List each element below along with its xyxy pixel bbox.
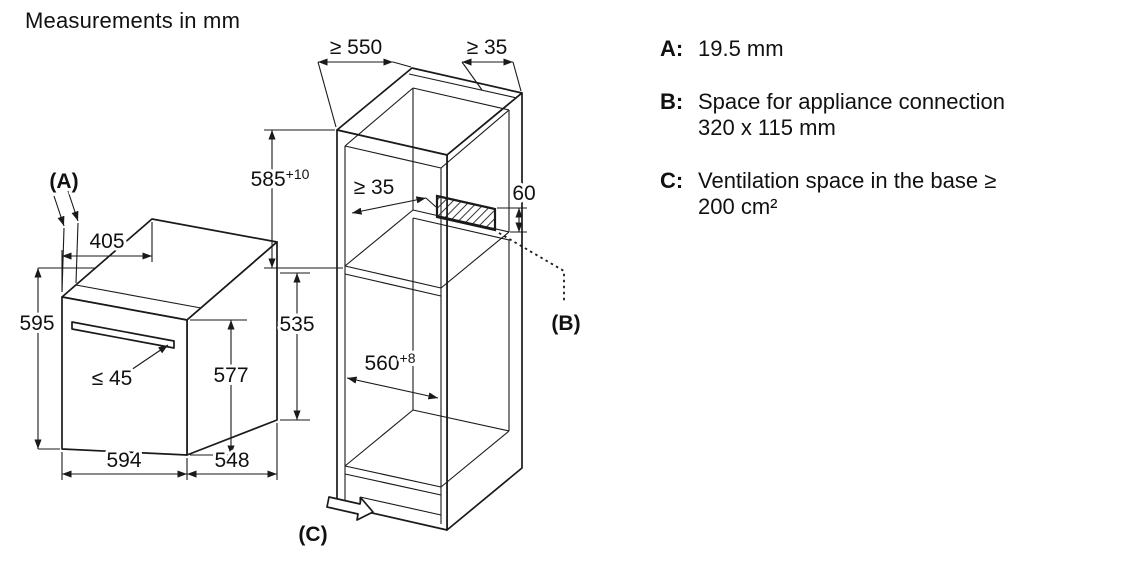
cabinet-dim-rear-top-clearance: ≥ 35 [461, 33, 522, 92]
legend-entry-a: A: 19.5 mm [660, 36, 1005, 62]
edge-line [344, 87, 414, 147]
plinth-edge [359, 496, 442, 516]
oven-dim-front-height-label: 577 [213, 364, 248, 387]
oven-dim-top-depth-label: 405 [89, 230, 124, 253]
oven-door-handle [71, 321, 175, 349]
cabinet-dim-min-depth-label: ≥ 550 [330, 36, 382, 59]
oven-door-step-line [75, 284, 202, 309]
legend-entry-b: B: Space for appliance connection 320 x … [660, 89, 1005, 141]
oven-dim-height-label: 595 [19, 312, 54, 335]
cabinet-callout-c-label: (C) [298, 523, 327, 546]
edge-line [440, 109, 510, 169]
legend-key-b: B: [660, 89, 684, 114]
cabinet-callout-b-label: (B) [551, 312, 580, 335]
cabinet-dim-niche-width: 560+8 [346, 347, 439, 400]
oven-dim-rear-height: 535 [276, 272, 318, 421]
oven-dim-height: 595 [16, 267, 95, 450]
legend-text-c: Ventilation space in the base ≥ 200 cm² [698, 168, 996, 220]
extension-line [317, 61, 337, 128]
cabinet-dim-min-depth: ≥ 550 [317, 33, 412, 128]
extension-line [461, 61, 483, 91]
page-title: Measurements in mm [25, 8, 241, 33]
legend-text-b: Space for appliance connection 320 x 115… [698, 89, 1005, 141]
oven-dim-handle-label: ≤ 45 [92, 367, 133, 390]
oven-dim-width-label: 594 [106, 449, 141, 472]
oven-dim-depth-label: 548 [214, 449, 249, 472]
cabinet-dim-niche-height: 585+10 [248, 129, 343, 269]
legend-text-b-line2: 320 x 115 mm [698, 115, 836, 140]
oven-dim-top-depth: 405 [61, 222, 153, 292]
extension-line [392, 61, 412, 68]
cabinet-dim-connection-side-clearance-label: ≥ 35 [354, 176, 395, 199]
shelf-edge [344, 465, 442, 488]
edge-line [412, 409, 510, 432]
cabinet-dim-niche-width-label: 560+8 [364, 350, 415, 375]
cabinet-callout-c: (C) [295, 496, 374, 549]
legend-text-a: 19.5 mm [698, 36, 784, 61]
legend: A: 19.5 mm B: Space for appliance connec… [660, 36, 1005, 247]
niche-height-value: 585 [251, 168, 286, 191]
shelf-edge [344, 473, 442, 496]
edge-line [440, 430, 510, 488]
edge-line [344, 145, 442, 169]
niche-width-tolerance: +8 [400, 350, 416, 366]
oven-dim-front-height: 577 [190, 319, 252, 456]
oven-dim-handle: ≤ 45 [89, 344, 169, 393]
legend-text-b-line1: Space for appliance connection [698, 89, 1005, 114]
edge-line [412, 217, 510, 241]
extension-line [512, 61, 522, 92]
legend-entry-c: C: Ventilation space in the base ≥ 200 c… [660, 168, 1005, 220]
dimension-line [351, 196, 427, 215]
cabinet-right-face [446, 92, 523, 531]
legend-text-c-line2: 200 cm² [698, 194, 778, 219]
niche-height-tolerance: +10 [286, 166, 310, 182]
ventilation-flow-arrow [326, 496, 374, 521]
leader-line [67, 190, 79, 222]
cabinet-dim-connection-offset: 60 [497, 179, 539, 233]
cabinet-dim-niche-height-label: 585+10 [251, 166, 310, 191]
cabinet-callout-b: (B) [498, 232, 584, 338]
edge-line [412, 87, 510, 111]
oven-drawing [61, 218, 278, 456]
edge-line [440, 231, 510, 289]
dimension-line [346, 376, 439, 400]
cabinet-dim-connection-offset-label: 60 [512, 182, 535, 205]
oven-callout-a-label: (A) [49, 170, 78, 193]
legend-key-a: A: [660, 36, 684, 61]
extension-line [75, 222, 79, 284]
cabinet-front-face [336, 129, 448, 531]
extension-line [425, 197, 437, 208]
oven-dim-rear-height-label: 535 [279, 313, 314, 336]
leader-line-dotted [498, 232, 565, 303]
oven-front-face [61, 296, 188, 456]
legend-text-c-line1: Ventilation space in the base ≥ [698, 168, 997, 193]
cabinet-dim-rear-top-clearance-label: ≥ 35 [467, 36, 508, 59]
niche-width-value: 560 [364, 352, 399, 375]
legend-key-c: C: [660, 168, 684, 193]
oven-dim-depth: 548 [187, 423, 278, 480]
cabinet-top-rear-inner-line [408, 73, 518, 99]
oven-dim-width: 594 [61, 446, 188, 480]
cabinet-dim-connection-side-clearance: ≥ 35 [351, 173, 437, 215]
oven-dim-a-callout: (A) [46, 167, 82, 293]
leader-line [53, 195, 65, 227]
edge-line [344, 209, 414, 267]
cabinet-drawing [336, 67, 523, 531]
leader-line [130, 344, 169, 371]
appliance-connection-area [435, 194, 497, 232]
edge-line [344, 409, 414, 467]
shelf-edge [344, 273, 442, 297]
shelf-edge [344, 265, 442, 289]
